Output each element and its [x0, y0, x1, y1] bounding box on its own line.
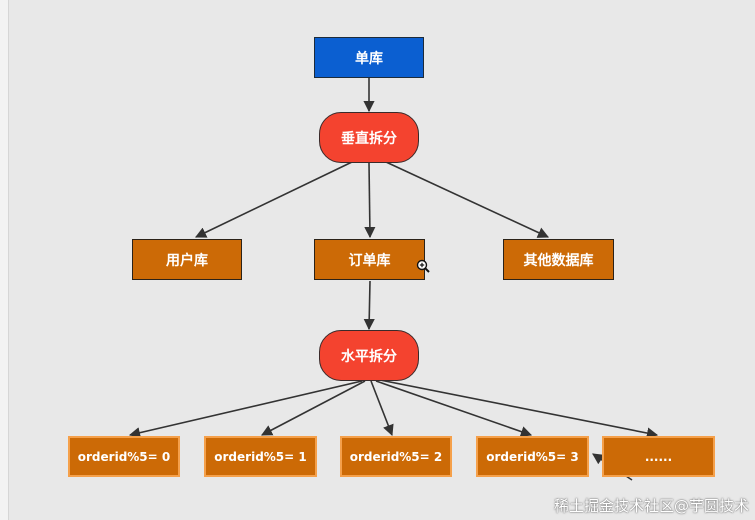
edge-horizontal-to-more	[379, 379, 659, 439]
vertical-split-node[interactable]: 垂直拆分	[319, 112, 419, 163]
user-db-node[interactable]: 用户库	[132, 239, 242, 280]
shard-2-node[interactable]: orderid%5= 2	[340, 436, 452, 477]
edge-vertical-to-other	[385, 161, 550, 238]
shard-more-node[interactable]: ......	[602, 436, 715, 477]
single-db-node[interactable]: 单库	[314, 37, 424, 78]
edge-horizontal-to-shard0	[128, 380, 363, 439]
zoom-in-cursor-icon	[416, 259, 430, 273]
edge-horizontal-to-shard2	[370, 380, 394, 437]
edge-horizontal-to-shard1	[261, 380, 366, 436]
shard-3-node[interactable]: orderid%5= 3	[476, 436, 589, 477]
edge-horizontal-to-shard3	[375, 380, 533, 437]
horizontal-split-node[interactable]: 水平拆分	[319, 330, 419, 381]
shard-0-node[interactable]: orderid%5= 0	[68, 436, 180, 477]
edge-order-to-horizontal	[363, 280, 375, 331]
order-db-node[interactable]: 订单库	[314, 239, 425, 280]
other-db-node[interactable]: 其他数据库	[503, 239, 614, 280]
edge-vertical-to-user	[194, 161, 353, 238]
edge-vertical-to-order	[364, 162, 376, 239]
watermark: 稀土掘金技术社区@芋圆技术	[553, 497, 749, 515]
shard-1-node[interactable]: orderid%5= 1	[204, 436, 317, 477]
left-panel-strip	[0, 0, 9, 520]
